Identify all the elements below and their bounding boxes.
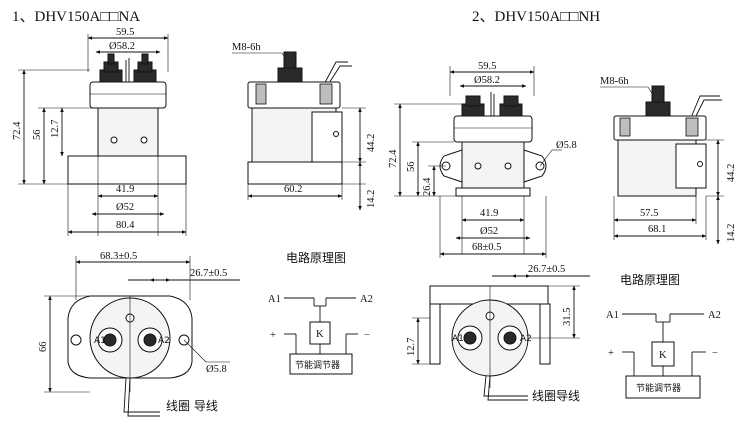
nh-dim-side-44-2: 44.2 bbox=[726, 164, 737, 182]
nh-dim-side-68-1: 68.1 bbox=[648, 224, 666, 235]
na-dim-base-width: 80.4 bbox=[116, 220, 135, 231]
nh-dim-pitch: 41.9 bbox=[480, 208, 498, 219]
na-hole-dia: Ø5.8 bbox=[206, 364, 227, 375]
circuit-left-coil-label: K bbox=[316, 329, 324, 340]
nh-dim-height-total: 72.4 bbox=[388, 149, 399, 168]
na-coil-lead-label: 线圈 导线 bbox=[166, 399, 218, 413]
nh-coil-lead-label: 线圈导线 bbox=[532, 389, 580, 403]
circuit-right-minus: − bbox=[712, 348, 718, 359]
nh-dim-bottom-26-7: 26.7±0.5 bbox=[528, 264, 565, 275]
nh-dim-top-width: 59.5 bbox=[478, 61, 496, 72]
nh-terminal-a1: A1 bbox=[452, 334, 464, 344]
nh-dim-stud-dia: Ø58.2 bbox=[474, 75, 500, 86]
circuit-left-title: 电路原理图 bbox=[286, 250, 346, 265]
na-thread-label: M8-6h bbox=[232, 42, 261, 53]
nh-bottom-view: 26.7±0.5 A1 A2 线圈导线 31.5 12.7 bbox=[406, 264, 590, 403]
nh-dim-base-dia: Ø52 bbox=[480, 226, 498, 237]
na-bottom-view: 68.3±0.5 26.7±0.5 A1 A2 线圈 导线 66 Ø5.8 bbox=[38, 251, 240, 417]
na-dim-side-14-2: 14.2 bbox=[366, 190, 377, 208]
na-dim-pitch: 41.9 bbox=[116, 184, 134, 195]
nh-dim-height-26-4: 26.4 bbox=[422, 177, 433, 196]
circuit-right-module-label: 节能调节器 bbox=[636, 382, 681, 394]
na-dim-height-total: 72.4 bbox=[12, 121, 23, 140]
circuit-right-plus: + bbox=[608, 348, 614, 359]
na-dim-stud-dia: Ø58.2 bbox=[109, 41, 135, 52]
circuit-diagram-left: 电路原理图 A1 A2 K + − 节能调节器 bbox=[268, 250, 373, 375]
circuit-right-a1: A1 bbox=[606, 310, 619, 321]
nh-dim-height-56: 56 bbox=[406, 162, 417, 173]
na-dim-side-44-2: 44.2 bbox=[366, 134, 377, 152]
circuit-left-a1: A1 bbox=[268, 294, 281, 305]
circuit-right-module bbox=[625, 375, 701, 399]
na-dim-top-width: 59.5 bbox=[116, 27, 134, 38]
circuit-right-coil-label: K bbox=[659, 350, 667, 361]
na-dim-base-dia: Ø52 bbox=[116, 202, 134, 213]
circuit-right-a2: A2 bbox=[708, 310, 721, 321]
na-dim-bottom-68-3: 68.3±0.5 bbox=[100, 251, 137, 262]
nh-dim-base-width: 68±0.5 bbox=[472, 242, 501, 253]
title-nh-model: 2、DHV150A□□NH bbox=[472, 9, 600, 25]
nh-side-view: M8-6h 44.2 14.2 57.5 68.1 bbox=[600, 76, 737, 245]
nh-thread-label: M8-6h bbox=[600, 76, 629, 87]
nh-hole-dia: Ø5.8 bbox=[556, 140, 577, 151]
nh-dim-side-57-5: 57.5 bbox=[640, 208, 658, 219]
na-terminal-a1: A1 bbox=[94, 336, 106, 346]
nh-dim-bottom-12-7: 12.7 bbox=[406, 338, 417, 356]
circuit-left-module-label: 节能调节器 bbox=[295, 359, 340, 371]
nh-front-view: 59.5 Ø58.2 72.4 56 26.4 Ø5.8 bbox=[388, 61, 577, 258]
nh-terminal-a2: A2 bbox=[520, 334, 532, 344]
nh-dim-bottom-31-5: 31.5 bbox=[562, 308, 573, 326]
na-side-view: M8-6h 44.2 14.2 60.2 bbox=[232, 42, 377, 211]
na-dim-bottom-66: 66 bbox=[38, 342, 49, 353]
title-na-model: 1、DHV150A□□NA bbox=[12, 9, 140, 25]
circuit-left-a2: A2 bbox=[360, 294, 373, 305]
circuit-left-minus: − bbox=[364, 330, 370, 341]
circuit-left-module bbox=[289, 353, 353, 375]
na-terminal-a2: A2 bbox=[158, 336, 170, 346]
circuit-left-plus: + bbox=[270, 330, 276, 341]
na-dim-height-12-7: 12.7 bbox=[50, 120, 61, 138]
nh-dim-side-14-2: 14.2 bbox=[726, 224, 737, 242]
circuit-right-title: 电路原理图 bbox=[620, 272, 680, 287]
na-dim-bottom-26-7: 26.7±0.5 bbox=[190, 268, 227, 279]
na-dim-side-60-2: 60.2 bbox=[284, 184, 302, 195]
na-front-view: 59.5 Ø58.2 72.4 56 12.7 bbox=[12, 27, 187, 236]
circuit-diagram-right: 电路原理图 A1 A2 K + − 节能调节器 bbox=[606, 272, 721, 399]
na-dim-height-56: 56 bbox=[32, 130, 43, 141]
